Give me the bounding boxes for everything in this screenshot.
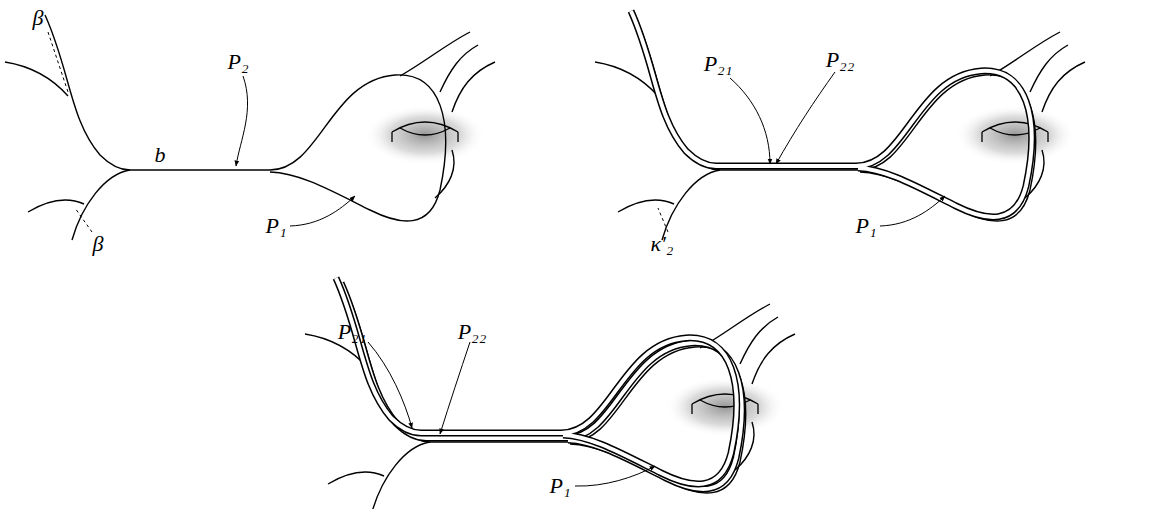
panel-two — [595, 11, 1085, 240]
curve-label: β — [31, 6, 46, 30]
curve-label: P₂₂ — [456, 320, 489, 344]
curve-label: b — [153, 143, 168, 167]
curve-label: P₁ — [263, 214, 288, 238]
curve-label: P₂₂ — [824, 48, 857, 72]
curve-label: β — [91, 232, 106, 256]
curve-label: P₂₁ — [336, 320, 369, 344]
curve-label: P₂ — [225, 50, 250, 74]
curve-label: κ′₂ — [648, 232, 675, 256]
curve-label: P₁ — [853, 214, 878, 238]
panel-three — [305, 278, 795, 509]
curve-label: P₁ — [547, 474, 572, 498]
curve-label: P₂₁ — [702, 52, 735, 76]
panel-one — [5, 15, 495, 240]
